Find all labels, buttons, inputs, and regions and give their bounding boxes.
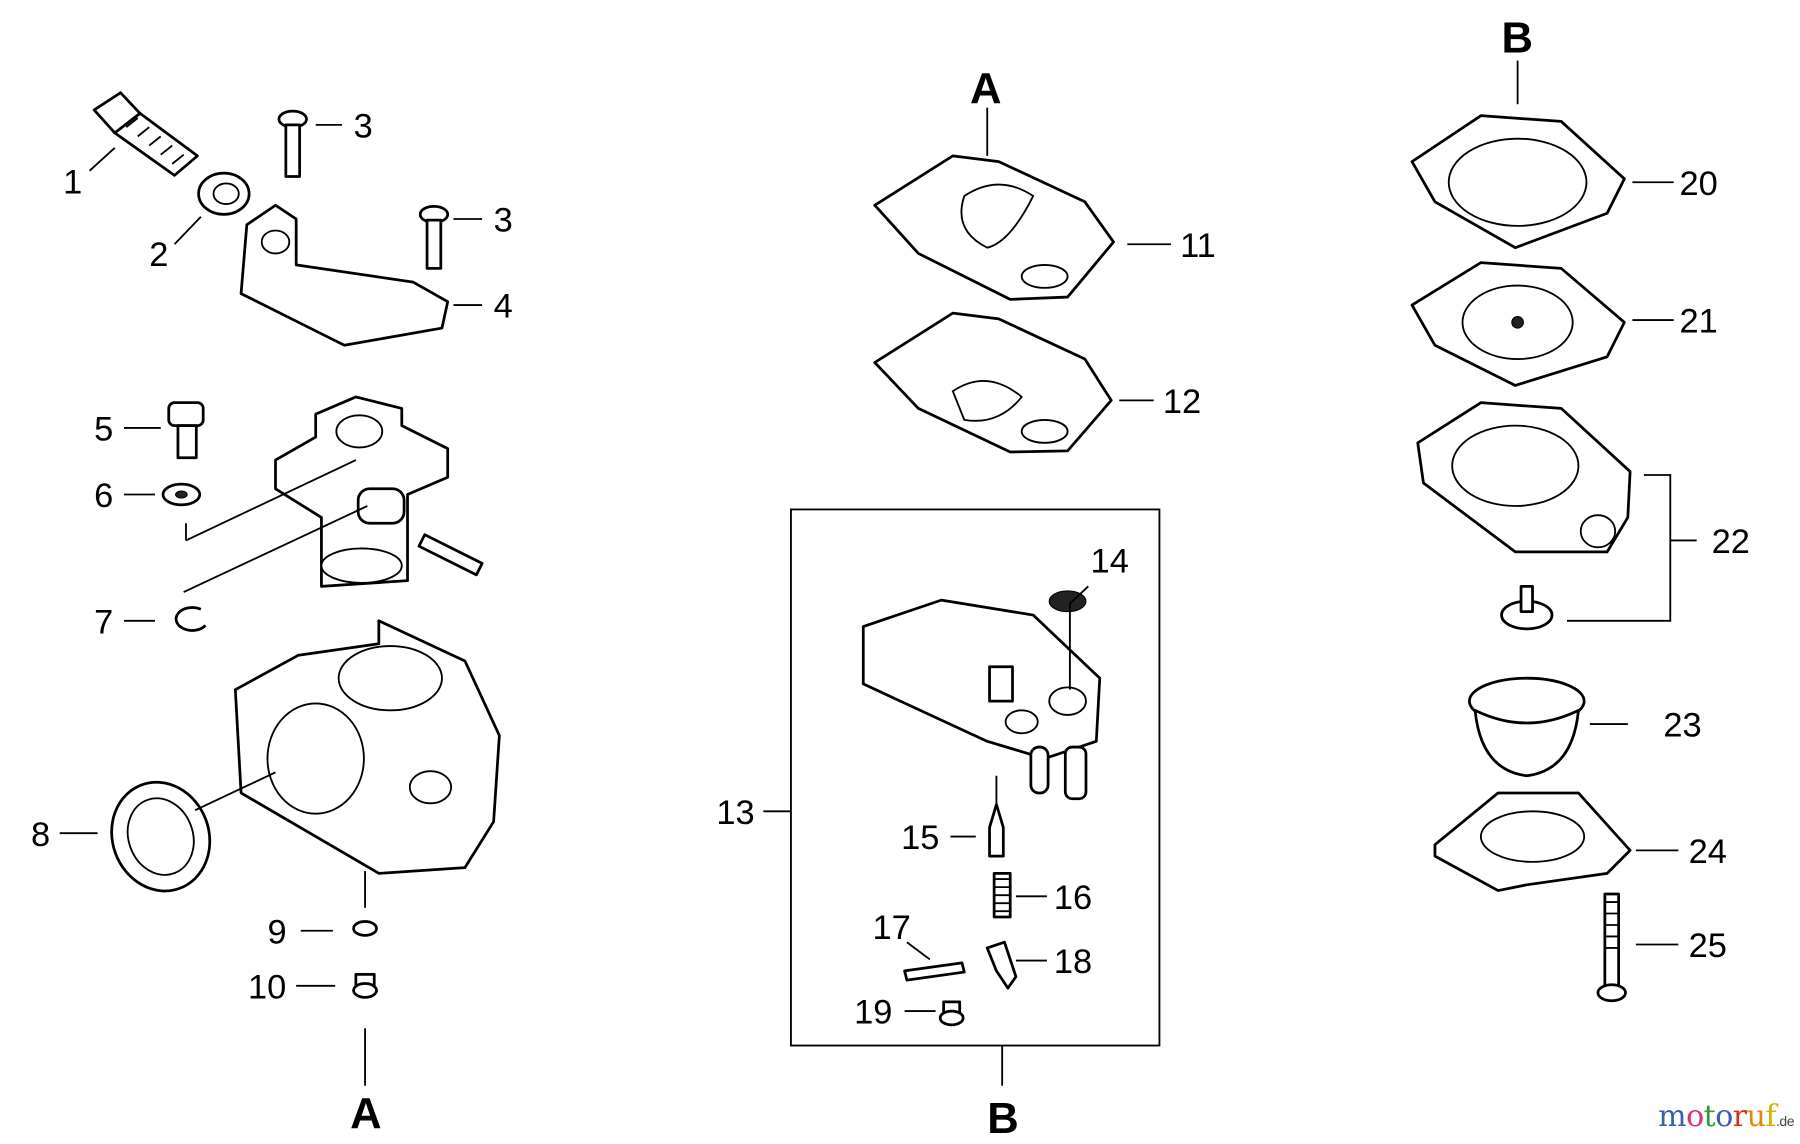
callout-23: 23 [1663, 707, 1701, 745]
section-mark-b-bottom: B [987, 1095, 1019, 1143]
part-5-screw [167, 401, 205, 460]
metering-body [861, 598, 1102, 801]
watermark-logo: motoruf.de [1658, 1099, 1794, 1134]
callout-8: 8 [31, 816, 50, 854]
part-1-adjust-screw [92, 91, 199, 177]
callout-6: 6 [94, 477, 113, 515]
callout-7: 7 [94, 603, 113, 641]
carburetor-body [233, 619, 501, 875]
part-22-pump-cover [1416, 401, 1632, 554]
part-16-spring [992, 871, 1012, 919]
callout-2: 2 [149, 236, 168, 274]
part-2-nut [197, 171, 251, 216]
part-19-screw [938, 1000, 965, 1027]
callout-14: 14 [1091, 543, 1129, 581]
callout-25: 25 [1689, 927, 1727, 965]
callout-20: 20 [1679, 165, 1717, 203]
callout-21: 21 [1679, 303, 1717, 341]
callout-18: 18 [1054, 943, 1092, 981]
logo-letter: m [1658, 1099, 1687, 1134]
logo-letter: r [1732, 1099, 1747, 1134]
callout-1: 1 [63, 164, 82, 202]
logo-letter: o [1715, 1099, 1733, 1134]
part-10-screw [352, 972, 378, 999]
callout-24: 24 [1689, 833, 1727, 871]
callout-9: 9 [267, 913, 286, 951]
leader-lines [59, 123, 1679, 1013]
logo-letter: t [1703, 1099, 1716, 1134]
callout-12: 12 [1163, 383, 1201, 421]
part-18-lever [985, 940, 1018, 990]
callout-22: 22 [1712, 523, 1750, 561]
logo-letter: u [1746, 1099, 1766, 1134]
callout-15: 15 [901, 819, 939, 857]
callout-4: 4 [494, 288, 513, 326]
logo-letter: f [1765, 1099, 1777, 1134]
metering-kit-box [790, 508, 1161, 1047]
part-25-screw [1596, 892, 1627, 1003]
part-9-o-ring [352, 920, 378, 937]
callout-19: 19 [854, 994, 892, 1032]
section-mark-a-bottom: A [350, 1090, 382, 1138]
part-3-screw-b [418, 204, 450, 270]
part-7-clip [174, 606, 207, 632]
throttle-shaft-assembly [274, 395, 484, 588]
part-24-retainer-plate [1433, 791, 1632, 892]
section-mark-a-top: A [970, 65, 1002, 113]
part-20-gasket [1410, 114, 1626, 250]
callout-11: 11 [1180, 227, 1216, 265]
part-17-pin [903, 961, 966, 982]
logo-suffix: .de [1776, 1113, 1794, 1129]
section-mark-b-top: B [1502, 15, 1533, 63]
part-23-primer-bulb [1468, 676, 1586, 778]
callout-3: 3 [494, 202, 513, 240]
callout-17: 17 [872, 909, 910, 947]
part-14-screen [1048, 585, 1089, 690]
callout-5: 5 [94, 411, 113, 449]
callout-10: 10 [248, 968, 286, 1006]
part-22-valve [1500, 584, 1554, 631]
part-15-needle [988, 803, 1005, 858]
part-11-gasket [873, 154, 1115, 301]
part-3-screw-a [277, 109, 308, 178]
part-4-bracket [239, 203, 450, 347]
callout-3: 3 [354, 107, 373, 145]
part-6-washer [161, 482, 202, 507]
part-12-gasket [873, 311, 1113, 454]
callout-16: 16 [1054, 879, 1092, 917]
part-8-gasket [110, 780, 212, 893]
part-21-diaphragm [1410, 261, 1626, 387]
logo-letter: o [1686, 1099, 1704, 1134]
callout-13: 13 [716, 794, 754, 832]
